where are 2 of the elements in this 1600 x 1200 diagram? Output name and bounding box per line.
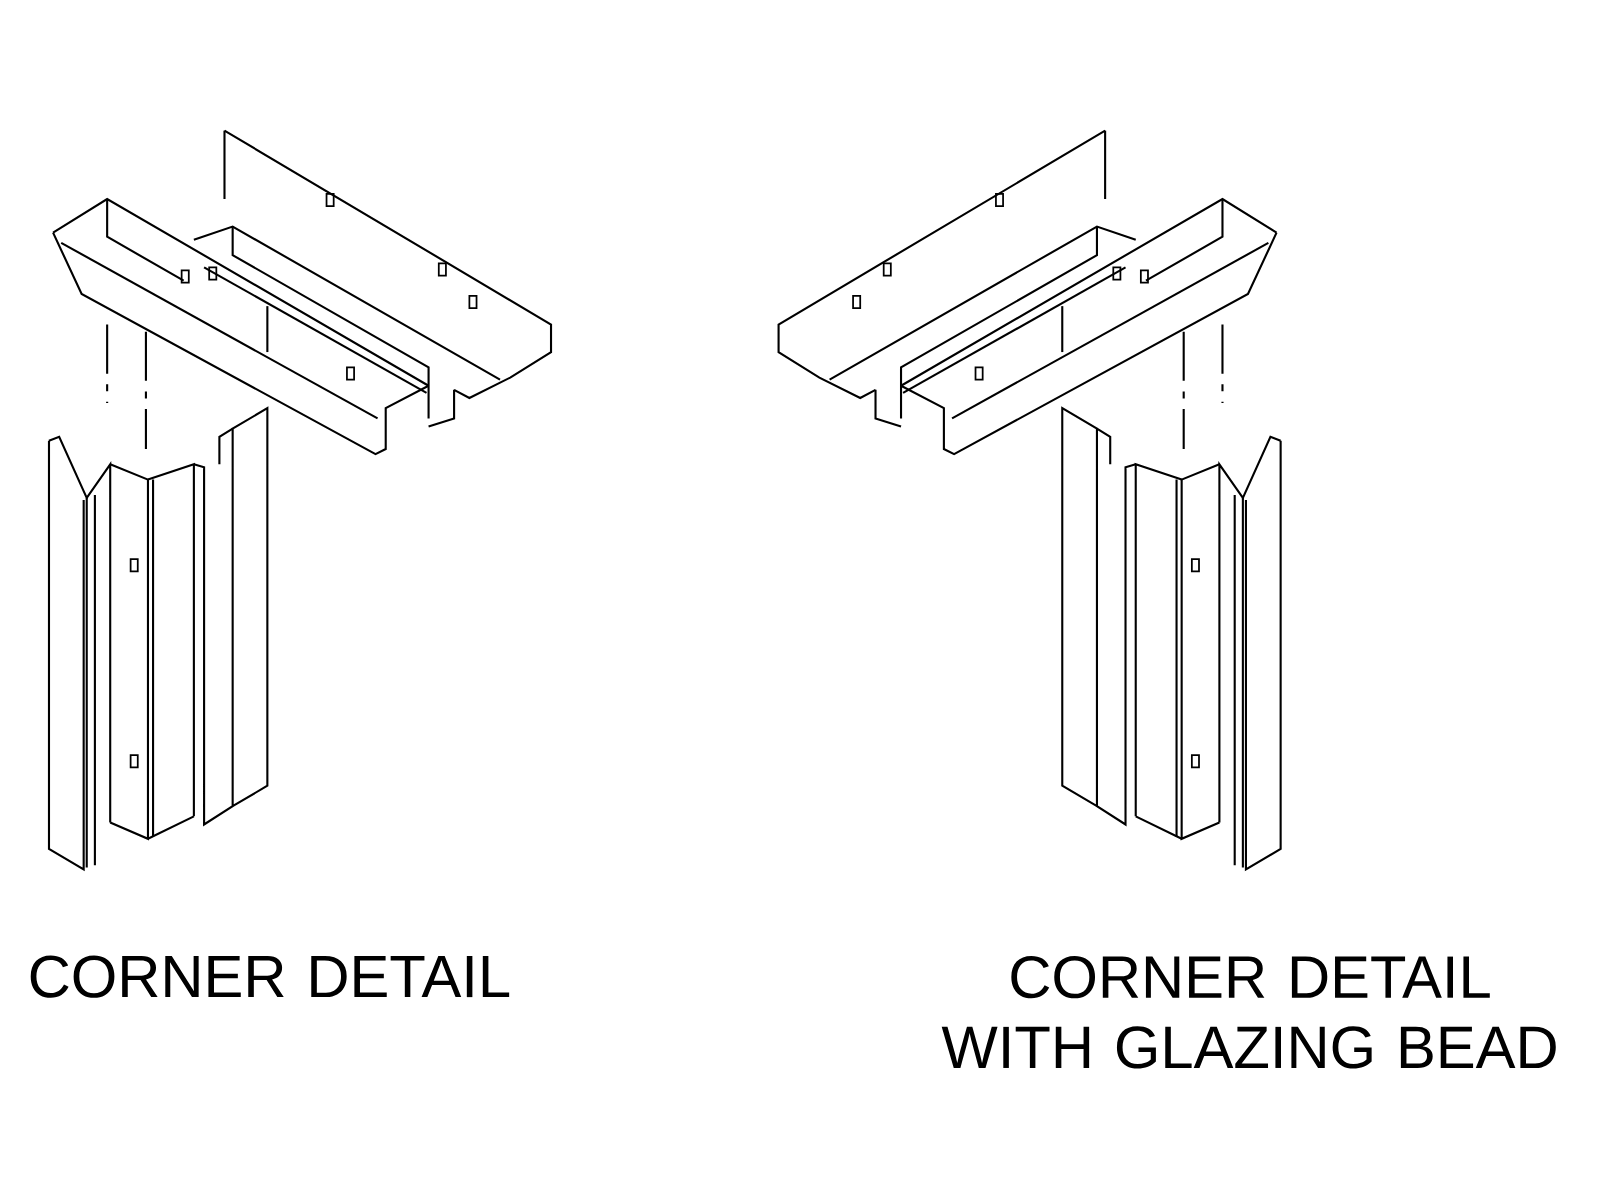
caption: CORNER DETAIL — [30, 955, 510, 998]
caption: CORNER DETAIL WITH GLAZING BEAD — [941, 956, 1556, 1069]
